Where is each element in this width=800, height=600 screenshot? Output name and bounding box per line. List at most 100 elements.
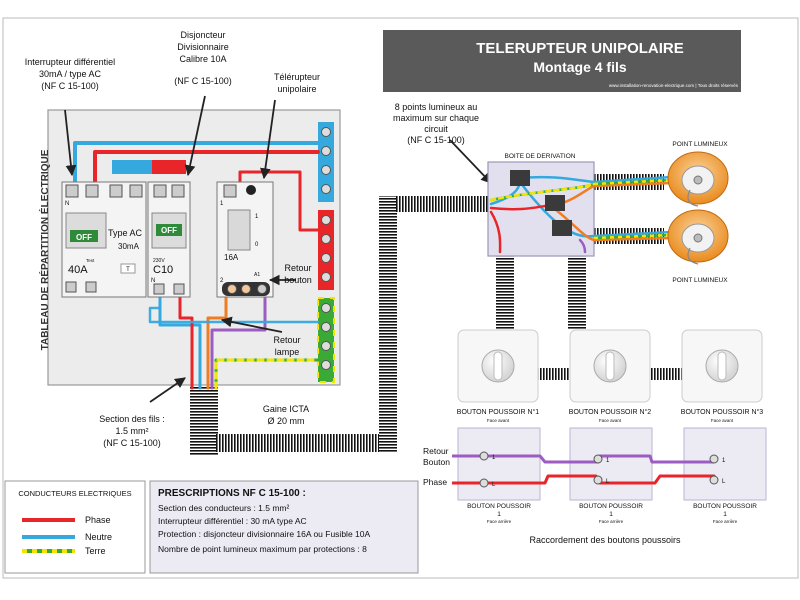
rear-2-title: BOUTON POUSSOIR [579, 503, 643, 510]
rear-2-face: Face arrière [599, 519, 624, 524]
push-button-3 [681, 329, 763, 403]
diff-test-label: Test [86, 258, 95, 263]
phase-label: Phase [423, 477, 447, 487]
lamp-wires [593, 175, 673, 242]
rear-2-terminal-1: 1 [606, 458, 610, 464]
page-subtitle: Montage 4 fils [533, 59, 627, 75]
push-button-1 [457, 329, 539, 403]
diff-type-label: Type AC [108, 228, 143, 238]
light-point-bottom: POINT LUMINEUX [667, 209, 729, 284]
push-button-2-label: BOUTON POUSSOIR N°2 [569, 408, 652, 416]
callout-retour-lampe-1: Retour [273, 335, 300, 345]
callout-diff-2: 30mA / type AC [39, 69, 102, 79]
tele-0-label: 0 [255, 242, 259, 248]
diff-t-label: T [126, 267, 130, 273]
legend-title: CONDUCTEURS ELECTRIQUES [18, 489, 131, 498]
light-point-top: POINT LUMINEUX [667, 141, 729, 207]
callout-texts: Interrupteur différentiel 30mA / type AC… [25, 30, 479, 448]
disj-n-label: N [151, 278, 155, 284]
callout-retour-bouton-2: bouton [284, 275, 312, 285]
callout-diff-1: Interrupteur différentiel [25, 57, 115, 67]
disj-off-label: OFF [161, 226, 177, 235]
terminal-strip-neutral [318, 122, 334, 202]
legend-terre: Terre [85, 546, 106, 556]
callout-gaine-2: Ø 20 mm [267, 416, 304, 426]
rear-3-terminal-l: L [722, 479, 726, 485]
callout-retour-bouton-1: Retour [284, 263, 311, 273]
rear-1-face: Face arrière [487, 519, 512, 524]
junction-box: BOITE DE DERIVATION [487, 153, 596, 257]
tele-1-label: 1 [255, 214, 259, 220]
rear-3-terminal-1: 1 [722, 458, 726, 464]
diff-ma-label: 30mA [118, 242, 140, 251]
tele-rating: 16A [224, 253, 239, 262]
callout-tele-1: Télérupteur [274, 72, 320, 82]
rear-1-title: BOUTON POUSSOIR [467, 503, 531, 510]
callout-retour-lampe-2: lampe [275, 347, 300, 357]
push-button-1-face: Face avant [487, 418, 510, 423]
diff-rating: 40A [68, 264, 88, 276]
callout-disj-1: Disjoncteur [180, 30, 225, 40]
rear-terminals [479, 451, 719, 488]
diff-off-label: OFF [76, 233, 92, 242]
callout-disj-4: (NF C 15-100) [174, 76, 232, 86]
website-credit: www.installation-renovation-electrique.c… [609, 83, 739, 88]
callout-section-1: Section des fils : [99, 414, 165, 424]
prescriptions-title: PRESCRIPTIONS NF C 15-100 : [158, 488, 306, 499]
terminal-strip-earth [317, 297, 335, 383]
callout-points-3: circuit [424, 124, 448, 134]
retour-label-1: Retour [423, 446, 449, 456]
tele-a1-label: A1 [254, 272, 260, 278]
push-button-3-label: BOUTON POUSSOIR N°3 [681, 408, 764, 416]
rear-panels [457, 427, 767, 501]
rear-3-number: 1 [723, 511, 727, 518]
prescriptions-box: PRESCRIPTIONS NF C 15-100 : Section des … [149, 480, 419, 574]
callout-section-2: 1.5 mm² [115, 426, 148, 436]
push-button-2-face: Face avant [599, 418, 622, 423]
callout-arrows [64, 95, 492, 403]
prescriptions-line-2: Interrupteur différentiel : 30 mA type A… [158, 516, 307, 526]
callout-diff-3: (NF C 15-100) [41, 81, 99, 91]
rear-2-terminal-l: L [606, 479, 610, 485]
callout-disj-3: Calibre 10A [179, 54, 226, 64]
rear-1-number: 1 [497, 511, 501, 518]
raccordement-caption: Raccordement des boutons poussoirs [529, 535, 681, 545]
disj-rating: C10 [153, 264, 173, 276]
differential-switch: OFF Type AC 30mA 40A Test T N [61, 181, 147, 298]
remote-switch: 1 1 0 16A A1 2 [216, 181, 274, 298]
prescriptions-line-4: Nombre de point lumineux maximum par pro… [158, 544, 367, 554]
panel-vertical-title: TABLEAU DE RÉPARTITION ÉLECTRIQUE [38, 149, 51, 350]
callout-points-1: 8 points lumineux au [395, 102, 478, 112]
push-button-1-label: BOUTON POUSSOIR N°1 [457, 408, 540, 416]
rear-3-face: Face arrière [713, 519, 738, 524]
page-frame [2, 17, 799, 579]
page-title: TELERUPTEUR UNIPOLAIRE [476, 40, 684, 57]
rear-1-terminal-1: 1 [492, 455, 496, 461]
prescriptions-line-1: Section des conducteurs : 1.5 mm² [158, 503, 290, 513]
callout-disj-2: Divisionnaire [177, 42, 229, 52]
prescriptions-line-3: Protection : disjoncteur divisionnaire 1… [158, 529, 370, 539]
callout-points-4: (NF C 15-100) [407, 135, 465, 145]
tele-1-top: 1 [220, 201, 224, 207]
header-banner: TELERUPTEUR UNIPOLAIRE Montage 4 fils ww… [383, 30, 741, 92]
push-button-2 [569, 329, 651, 403]
rear-1-terminal-l: L [492, 482, 496, 488]
terminal-strip-phase [318, 210, 334, 290]
callout-points-2: maximum sur chaque [393, 113, 479, 123]
tele-2-label: 2 [220, 278, 224, 284]
diff-n-label: N [65, 201, 69, 207]
light-point-bottom-label: POINT LUMINEUX [672, 277, 728, 284]
callout-tele-2: unipolaire [277, 84, 316, 94]
legend-phase: Phase [85, 515, 111, 525]
callout-gaine-1: Gaine ICTA [263, 404, 309, 414]
push-button-3-face: Face avant [711, 418, 734, 423]
light-point-top-label: POINT LUMINEUX [672, 141, 728, 148]
junction-box-label: BOITE DE DERIVATION [505, 153, 576, 160]
retour-label-2: Bouton [423, 457, 450, 467]
legend-box: CONDUCTEURS ELECTRIQUES Phase Neutre Ter… [4, 480, 146, 574]
circuit-breaker: OFF 230V C10 N [147, 181, 191, 298]
legend-neutre: Neutre [85, 532, 112, 542]
rear-2-number: 1 [609, 511, 613, 518]
disj-voltage-label: 230V [153, 258, 165, 264]
